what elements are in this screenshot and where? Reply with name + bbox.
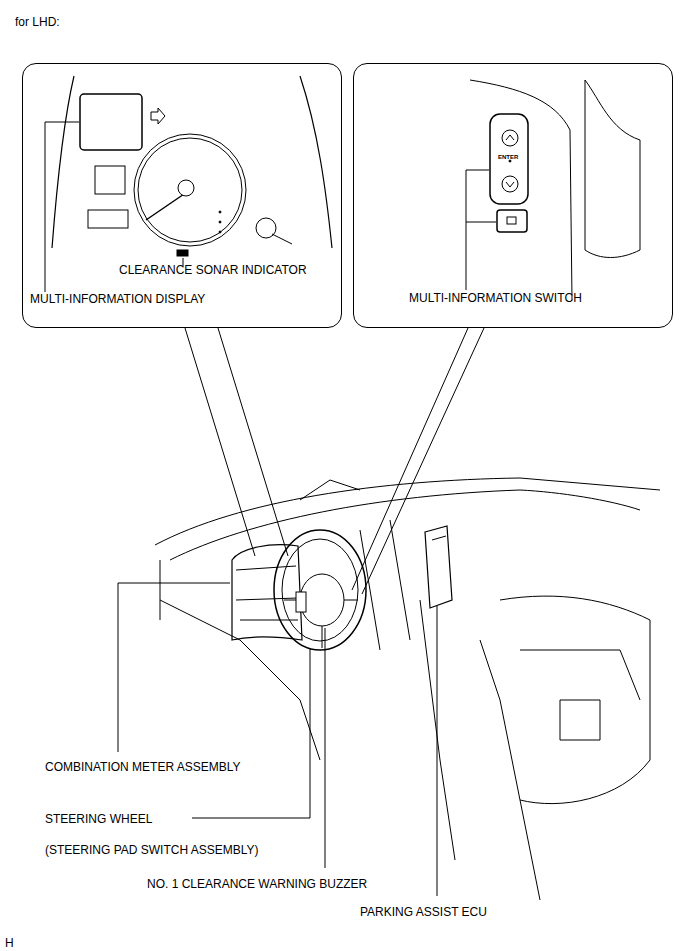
figure-code: H — [5, 936, 14, 950]
part-label: STEERING WHEEL — [45, 812, 152, 826]
title: for LHD: — [15, 15, 60, 29]
part-label: COMBINATION METER ASSEMBLY — [45, 760, 241, 774]
switch-label: MULTI-INFORMATION SWITCH — [409, 291, 582, 305]
button-label: ENTER — [498, 154, 518, 161]
meter-callout-panel: CLEARANCE SONAR INDICATOR MULTI-INFORMATI… — [22, 63, 342, 328]
switch-callout-panel: ENTER MULTI-INFORMATION SWITCH — [353, 63, 673, 328]
indicator-label: CLEARANCE SONAR INDICATOR — [119, 263, 307, 277]
display-label: MULTI-INFORMATION DISPLAY — [30, 292, 205, 306]
part-label: NO. 1 CLEARANCE WARNING BUZZER — [147, 877, 367, 891]
part-label: (STEERING PAD SWITCH ASSEMBLY) — [45, 843, 259, 857]
part-label: PARKING ASSIST ECU — [360, 905, 487, 919]
